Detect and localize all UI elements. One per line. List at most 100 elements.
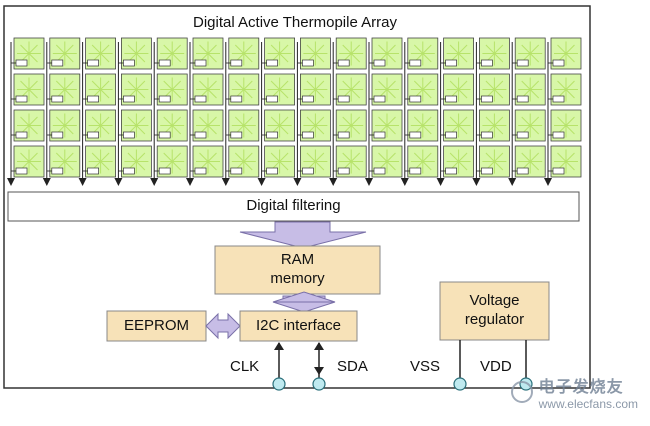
pixel-readout-element	[51, 95, 64, 103]
thermopile-cell	[225, 145, 260, 178]
pixel-readout-element	[409, 59, 422, 67]
pixel-ray	[306, 44, 316, 54]
pixel-ray	[315, 125, 325, 135]
pixel-ray	[565, 89, 575, 99]
thermopile-cell	[261, 73, 296, 106]
pixel-readout-element	[87, 167, 99, 175]
pixel-readout-element	[445, 95, 457, 103]
watermark-line2: www.elecfans.com	[538, 397, 638, 411]
pixel-ray	[279, 89, 289, 99]
pixel-readout-element	[337, 59, 350, 67]
pixel-ray	[100, 152, 110, 162]
pixel-ray	[136, 152, 146, 162]
vdd-label: VDD	[480, 358, 512, 375]
sda-pin	[312, 377, 326, 391]
column-down-arrowhead	[42, 178, 51, 186]
pixel-ray	[494, 53, 504, 63]
thermopile-cell	[369, 73, 403, 106]
pixel-ray	[342, 44, 352, 54]
pixel-ray	[243, 116, 253, 126]
pixel-readout-element	[230, 131, 243, 139]
pixel-ray	[171, 80, 182, 90]
pixel-ray	[350, 89, 361, 99]
pixel-readout-element	[409, 131, 422, 139]
pixel-ray	[458, 44, 468, 54]
pixel-readout-element	[87, 131, 99, 139]
pixel-ray	[386, 80, 396, 90]
thermopile-cell	[46, 109, 81, 142]
digital-filtering-block	[7, 191, 580, 222]
pixel-ray	[234, 80, 245, 90]
pixel-ray	[557, 44, 567, 54]
pixel-ray	[521, 44, 531, 54]
pixel-ray	[494, 89, 504, 99]
pixel-ray	[350, 80, 361, 90]
column-down-arrowhead	[221, 178, 230, 186]
pixel-ray	[485, 44, 495, 54]
thermopile-cell	[548, 145, 582, 178]
pixel-ray	[413, 80, 424, 90]
pixel-ray	[243, 89, 253, 99]
pixel-ray	[306, 116, 316, 126]
pixel-readout-element	[51, 131, 64, 139]
pixel-ray	[350, 116, 361, 126]
thermopile-cell	[440, 37, 475, 70]
pixel-ray	[386, 161, 396, 171]
pixel-readout-element	[230, 167, 243, 175]
pixel-ray	[207, 116, 217, 126]
pixel-ray	[565, 125, 575, 135]
eeprom-block	[106, 310, 207, 342]
column-down-arrowhead	[544, 178, 552, 186]
pixel-readout-element	[516, 131, 529, 139]
thermopile-cell	[548, 73, 582, 106]
pixel-ray	[458, 116, 468, 126]
pixel-ray	[449, 44, 459, 54]
pixel-readout-element	[194, 131, 207, 139]
pixel-readout-element	[266, 131, 278, 139]
thermopile-cell	[512, 145, 546, 178]
pixel-ray	[64, 125, 74, 135]
thermopile-cell	[82, 73, 116, 106]
pixel-ray	[100, 116, 110, 126]
pixel-ray	[386, 44, 396, 54]
pixel-ray	[449, 80, 459, 90]
pixel-readout-element	[194, 167, 207, 175]
voltage-regulator-label: Voltage regulator	[440, 282, 549, 340]
pixel-readout-element	[337, 131, 350, 139]
pixel-readout-element	[158, 95, 171, 103]
pixel-ray	[171, 161, 182, 171]
pixel-ray	[28, 44, 38, 54]
pixel-ray	[485, 80, 495, 90]
pixel-ray	[20, 80, 30, 90]
pixel-ray	[20, 44, 30, 54]
pixel-ray	[279, 44, 289, 54]
pixel-ray	[458, 152, 468, 162]
pixel-ray	[207, 125, 217, 135]
thermopile-cell	[476, 73, 510, 106]
pixel-ray	[350, 53, 361, 63]
pixel-ray	[55, 116, 66, 126]
pixel-readout-element	[373, 131, 386, 139]
pixel-ray	[64, 116, 74, 126]
sda-arrowhead-up	[314, 342, 324, 350]
thermopile-cell	[190, 37, 224, 70]
pixel-ray	[28, 161, 38, 171]
pixel-ray	[28, 53, 38, 63]
thermopile-cell	[225, 37, 260, 70]
column-arrows	[7, 42, 552, 186]
pixel-ray	[279, 80, 289, 90]
pixel-ray	[529, 125, 540, 135]
pixel-ray	[171, 44, 182, 54]
pixel-ray	[386, 125, 396, 135]
thermopile-cell	[512, 109, 546, 142]
pixel-ray	[243, 80, 253, 90]
pixel-readout-element	[409, 95, 422, 103]
pixel-readout-element	[409, 167, 422, 175]
pixel-ray	[458, 125, 468, 135]
pixel-ray	[557, 80, 567, 90]
thermopile-cell	[118, 145, 152, 178]
thermopile-cell	[297, 37, 331, 70]
pixel-ray	[529, 53, 540, 63]
pixel-ray	[485, 116, 495, 126]
pixel-ray	[207, 152, 217, 162]
